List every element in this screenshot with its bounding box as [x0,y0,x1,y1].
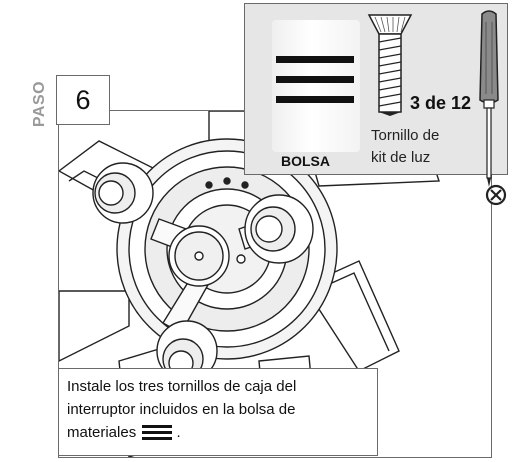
step-word-label: PASO [27,76,53,132]
step-number-box: 6 [56,75,110,125]
fan-blade-left [59,290,130,362]
part-name: Tornillo de kit de luz [371,125,471,169]
part-name-line2: kit de luz [371,149,431,166]
instruction-line2: interruptor incluidos en la bolsa de [67,401,296,418]
screwdriver-icon [479,10,499,187]
instruction-line3-suffix: . [176,424,181,441]
screw-hole [236,254,246,264]
instruction-line3: materiales . [67,421,369,444]
no-symbol-icon [485,184,507,206]
screw-icon [367,14,413,116]
parts-panel: BOLSA 3 de 12 Tornillo de kit de luz [244,3,508,175]
step-word-text: PASO [31,80,48,128]
instruction-line1: Instale los tres tornillos de caja del [67,378,297,395]
quantity-label: 3 de 12 [410,93,472,113]
bag-label: BOLSA [281,153,330,169]
three-bars-icon [276,56,354,103]
part-name-line1: Tornillo de [371,127,440,144]
fan-drawing [59,111,440,457]
three-bars-icon [142,425,173,440]
instruction-caption: Instale los tres tornillos de caja del i… [58,368,378,456]
instruction-line3-prefix: materiales [67,424,137,441]
step-number: 6 [75,84,91,115]
hardware-bag [272,20,360,152]
